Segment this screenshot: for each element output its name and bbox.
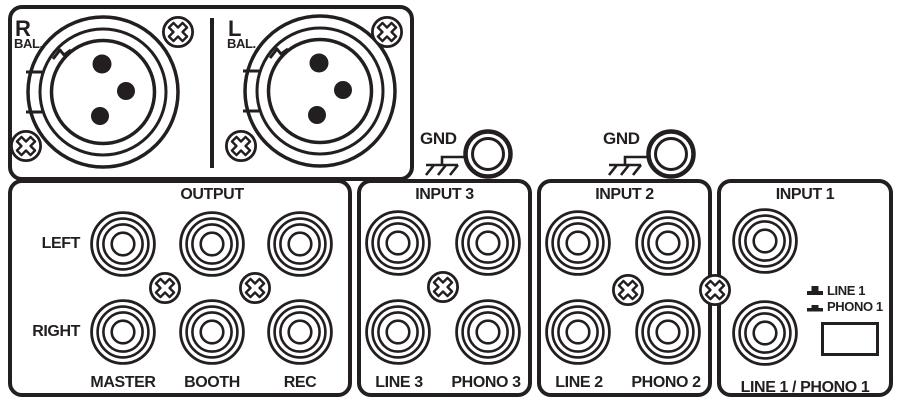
gnd-label: GND bbox=[420, 129, 457, 148]
rca-jack-phono2-left-icon bbox=[634, 209, 702, 277]
switch-option-line1: LINE 1 bbox=[807, 283, 865, 298]
rca-jack-booth-right-icon bbox=[178, 298, 246, 366]
jack-label-line3: LINE 3 bbox=[375, 374, 423, 391]
ground-terminal-icon bbox=[415, 126, 520, 182]
ground-terminal-icon bbox=[598, 126, 703, 182]
line-phono-switch bbox=[821, 322, 879, 356]
rca-jack-master-right-icon bbox=[89, 298, 157, 366]
rca-jack-line-phono1-bottom-icon bbox=[731, 299, 799, 367]
screw-icon bbox=[698, 273, 732, 307]
xlr-socket-right-icon bbox=[23, 12, 183, 172]
screw-icon bbox=[161, 15, 195, 49]
screw-icon bbox=[224, 129, 258, 163]
jack-label-rec: REC bbox=[283, 374, 317, 391]
rca-jack-master-left-icon bbox=[89, 210, 157, 278]
rca-jack-booth-left-icon bbox=[178, 210, 246, 278]
row-label-right: RIGHT bbox=[32, 323, 80, 340]
rca-jack-rec-right-icon bbox=[266, 298, 334, 366]
switch-option-phono1-label: PHONO 1 bbox=[827, 299, 883, 314]
jack-label-booth: BOOTH bbox=[184, 374, 240, 391]
xlr-output-panel: R BAL. L BAL. bbox=[8, 5, 414, 181]
screw-icon bbox=[148, 271, 182, 305]
output-panel: OUTPUT LEFT RIGHT MASTER BOOTH REC bbox=[8, 179, 352, 397]
xlr-right-sublabel: BAL. bbox=[14, 36, 43, 51]
xlr-panel-divider bbox=[210, 18, 214, 168]
switch-option-line1-label: LINE 1 bbox=[827, 283, 866, 298]
input3-panel: INPUT 3 LINE 3 PHONO 3 bbox=[357, 179, 532, 397]
screw-icon bbox=[611, 273, 645, 307]
screw-icon bbox=[238, 271, 272, 305]
jack-label-line-phono1: LINE 1 / PHONO 1 bbox=[740, 379, 870, 396]
input1-panel: INPUT 1 LINE 1 PHONO 1 LINE 1 / PHONO 1 bbox=[717, 179, 893, 397]
rca-jack-rec-left-icon bbox=[266, 210, 334, 278]
gnd-terminal-1: GND bbox=[415, 126, 520, 182]
xlr-right-label: R bbox=[15, 16, 31, 41]
switch-up-icon bbox=[807, 286, 823, 296]
screw-icon bbox=[9, 129, 43, 163]
rca-jack-line3-right-icon bbox=[364, 298, 432, 366]
switch-option-phono1: PHONO 1 bbox=[807, 299, 883, 314]
output-panel-title: OUTPUT bbox=[180, 186, 244, 203]
xlr-left-label: L bbox=[228, 16, 242, 41]
rca-jack-line3-left-icon bbox=[364, 209, 432, 277]
rca-jack-line-phono1-top-icon bbox=[731, 207, 799, 275]
input3-panel-title: INPUT 3 bbox=[415, 186, 474, 203]
jack-label-phono2: PHONO 2 bbox=[631, 374, 701, 391]
rca-jack-line2-right-icon bbox=[544, 298, 612, 366]
gnd-label: GND bbox=[603, 129, 640, 148]
rca-jack-phono3-right-icon bbox=[454, 298, 522, 366]
jack-label-phono3: PHONO 3 bbox=[451, 374, 521, 391]
gnd-terminal-2: GND bbox=[598, 126, 703, 182]
screw-icon bbox=[426, 270, 460, 304]
jack-label-line2: LINE 2 bbox=[555, 374, 603, 391]
switch-down-icon bbox=[807, 302, 823, 312]
xlr-left-sublabel: BAL. bbox=[227, 36, 256, 51]
screw-icon bbox=[370, 15, 404, 49]
input2-panel-title: INPUT 2 bbox=[595, 186, 654, 203]
input1-panel-title: INPUT 1 bbox=[775, 186, 835, 203]
rca-jack-line2-left-icon bbox=[544, 209, 612, 277]
jack-label-master: MASTER bbox=[90, 374, 156, 391]
row-label-left: LEFT bbox=[41, 235, 81, 252]
rca-jack-phono3-left-icon bbox=[454, 209, 522, 277]
rca-jack-phono2-right-icon bbox=[634, 298, 702, 366]
input2-panel: INPUT 2 LINE 2 PHONO 2 bbox=[537, 179, 712, 397]
